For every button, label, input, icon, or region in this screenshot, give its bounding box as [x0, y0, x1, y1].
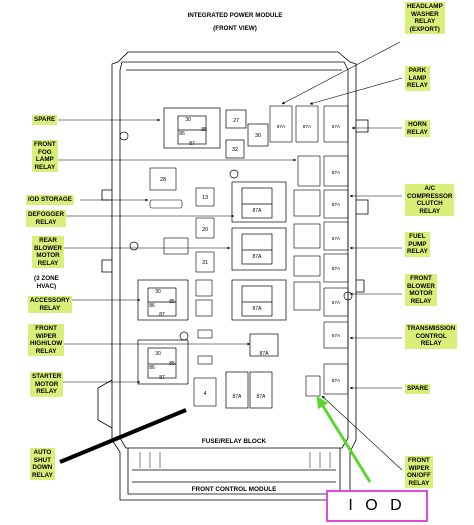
pin-label: 87A — [332, 378, 341, 384]
label-iod-storage: IOD STORAGE — [26, 195, 74, 205]
pin-label: 30 — [155, 289, 161, 295]
pin-label: 87A — [332, 300, 341, 306]
fuse-number: 13 — [202, 195, 208, 201]
pin-label: 87A — [233, 394, 243, 400]
fuse-number: 20 — [202, 227, 208, 233]
diagram-subtitle: (FRONT VIEW) — [213, 25, 257, 32]
pin-label: 87A — [332, 236, 341, 242]
label-3-zone-hvac: (3 ZONE HVAC) — [34, 275, 59, 290]
pin-label: 87A — [253, 306, 263, 312]
fuse-number: 30 — [255, 133, 261, 139]
fuse-number: 28 — [160, 177, 166, 183]
pin-label: 87A — [260, 351, 270, 357]
fuse-number: 4 — [203, 391, 206, 397]
iod-callout-box: I O D — [326, 490, 428, 522]
leader-lines-left — [58, 118, 297, 384]
label-front-wiper-onoff-relay: FRONT WIPER ON/OFF RELAY — [405, 456, 433, 489]
pin-label: 85 — [169, 299, 175, 305]
pin-label: 87A — [332, 124, 341, 130]
pin-label: 87A — [253, 254, 263, 260]
label-defogger-relay: DEFOGGER RELAY — [26, 210, 67, 228]
pin-label: 86 — [179, 131, 185, 137]
fuse-number: 32 — [232, 147, 238, 153]
label-spare-right: SPARE — [405, 384, 431, 394]
fuse-column — [149, 167, 217, 407]
label-ac-compressor-clutch-relay: A/C COMPRESSOR CLUTCH RELAY — [405, 184, 455, 217]
label-front-wiper-highlow-relay: FRONT WIPER HIGH/LOW RELAY — [28, 324, 65, 357]
relay-accessory — [137, 279, 189, 385]
label-headlamp-washer-relay: HEADLAMP WASHER RELAY (EXPORT) — [405, 2, 445, 35]
pin-label: 87A — [253, 208, 263, 214]
fuse-number: 31 — [202, 260, 208, 266]
housing-ribs — [139, 452, 331, 468]
label-park-lamp-relay: PARK LAMP RELAY — [405, 66, 430, 91]
pin-label: 30 — [185, 117, 191, 123]
label-accessory-relay: ACCESSORY RELAY — [28, 296, 72, 314]
pin-label: 87 — [159, 312, 165, 318]
diagram-title: INTEGRATED POWER MODULE — [187, 12, 283, 19]
asd-leader — [59, 408, 187, 464]
label-spare-left: SPARE — [32, 115, 58, 125]
pin-label: 87 — [159, 375, 165, 381]
pin-label: 87A — [257, 394, 267, 400]
pin-label: 87A — [332, 170, 341, 176]
pin-label: 87 — [189, 141, 195, 147]
relay-top-left — [163, 107, 269, 159]
label-rear-blower-motor-relay: REAR BLOWER MOTOR RELAY — [32, 236, 64, 269]
pin-label: 85 — [169, 361, 175, 367]
pin-label: 85 — [201, 127, 207, 133]
iod-arrow — [316, 395, 372, 483]
label-front-blower-motor-relay: FRONT BLOWER MOTOR RELAY — [405, 274, 437, 307]
mounting-bolts — [119, 131, 353, 341]
pin-label: 86 — [149, 365, 155, 371]
leader-lines-right — [281, 41, 403, 471]
label-horn-relay: HORN RELAY — [405, 120, 430, 138]
pin-label: 87A — [332, 202, 341, 208]
pin-label: 87A — [332, 266, 341, 272]
pin-label: 30 — [155, 351, 161, 357]
pin-label: 87A — [277, 124, 286, 130]
relay-right-column — [269, 105, 349, 397]
label-starter-motor-relay: STARTER MOTOR RELAY — [30, 372, 64, 397]
pin-label: 87A — [303, 124, 312, 130]
fuse-relay-block-label: FUSE/RELAY BLOCK — [202, 438, 267, 445]
fuse-number: 27 — [233, 118, 239, 124]
front-control-module-label: FRONT CONTROL MODULE — [192, 486, 277, 493]
label-front-fog-lamp-relay: FRONT FOG LAMP RELAY — [32, 140, 58, 173]
label-auto-shut-down-relay: AUTO SHUT DOWN RELAY — [30, 448, 55, 481]
pin-label: 86 — [149, 303, 155, 309]
label-transmission-control-relay: TRANSMISSION CONTROL RELAY — [405, 324, 458, 349]
pin-label: 87A — [332, 333, 341, 339]
relay-center-stack — [225, 181, 287, 409]
label-fuel-pump-relay: FUEL PUMP RELAY — [405, 232, 430, 257]
